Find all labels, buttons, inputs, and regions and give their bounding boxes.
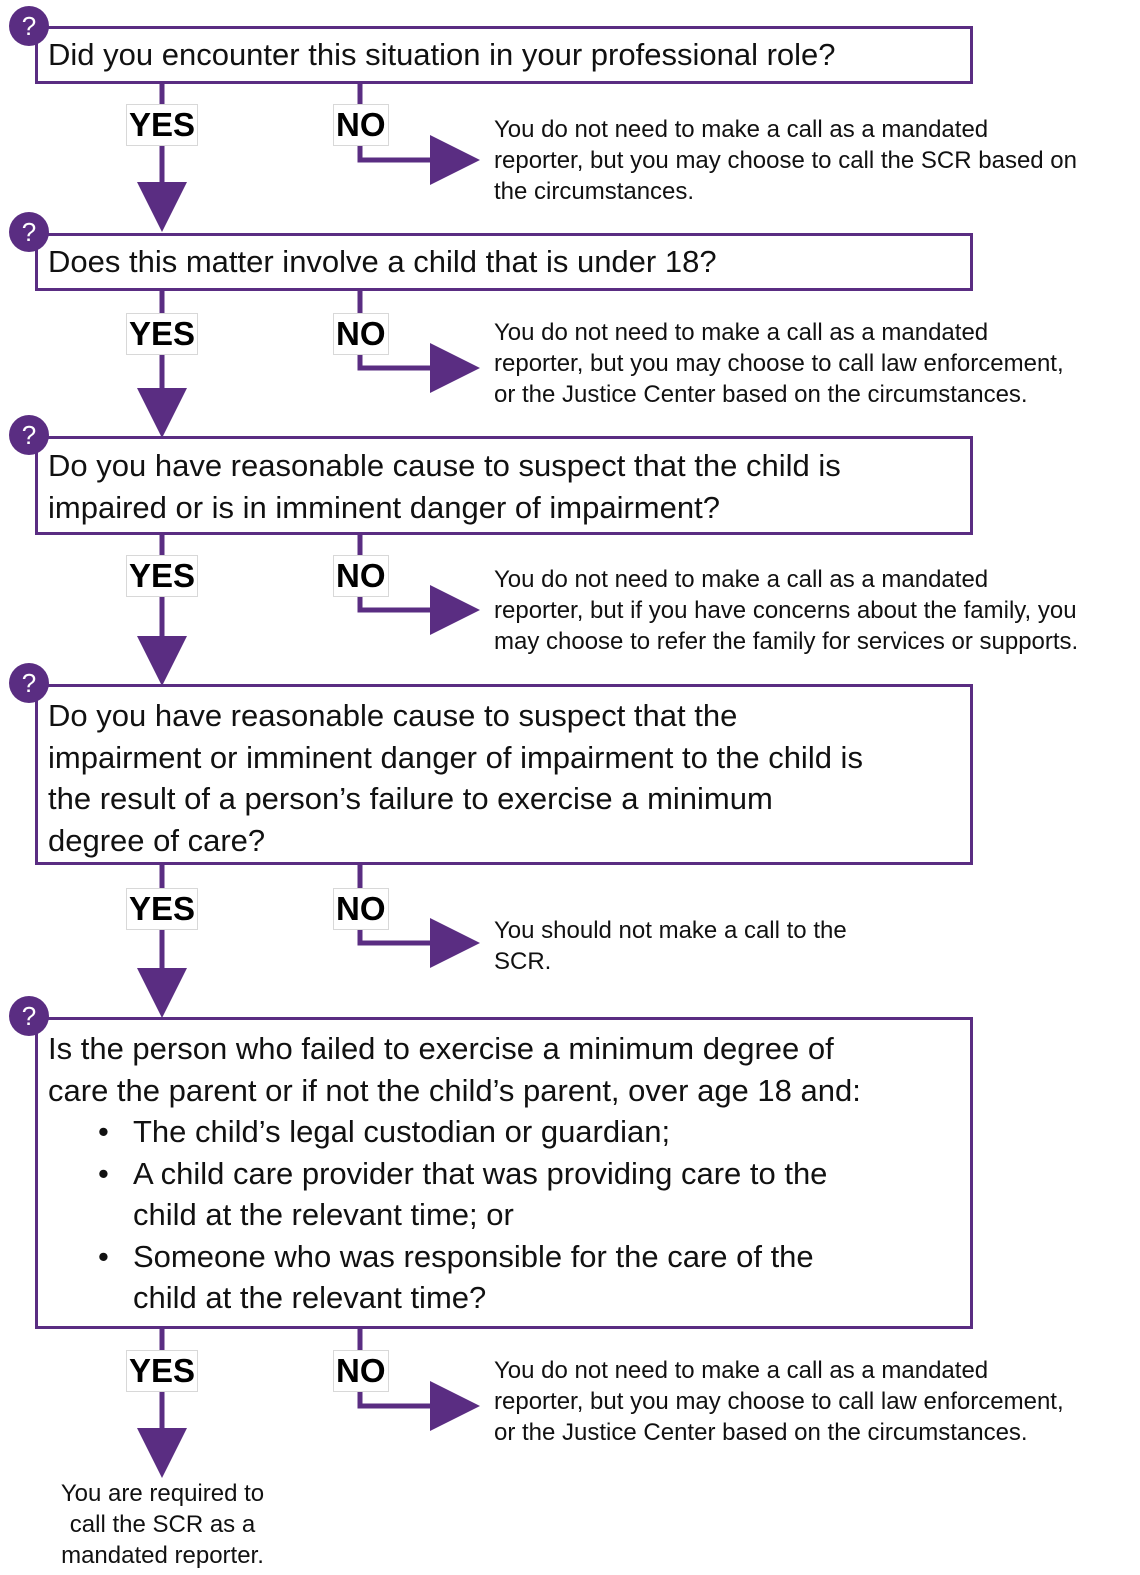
- yes-label: YES: [126, 313, 199, 355]
- question-text: Do you have reasonable cause to suspect …: [48, 448, 841, 483]
- help-icon[interactable]: ?: [9, 212, 49, 252]
- no-outcome-line: reporter, but you may choose to call law…: [494, 1388, 1064, 1415]
- question-text: impaired or is in imminent danger of imp…: [48, 489, 720, 525]
- final-outcome-line: You are required to: [60, 1480, 265, 1507]
- question-box-4: Do you have reasonable cause to suspect …: [35, 684, 973, 865]
- question-text: care the parent or if not the child’s pa…: [48, 1072, 861, 1108]
- no-outcome-line: reporter, but you may choose to call law…: [494, 350, 1064, 377]
- no-label: NO: [333, 888, 389, 930]
- no-label: NO: [333, 1350, 389, 1392]
- question-box-3: Do you have reasonable cause to suspect …: [35, 436, 973, 535]
- criteria-item: The child’s legal custodian or guardian;: [98, 1111, 960, 1153]
- no-outcome-line: You do not need to make a call as a mand…: [494, 1357, 989, 1384]
- final-outcome: You are required to call the SCR as a ma…: [40, 1478, 285, 1571]
- help-icon[interactable]: ?: [9, 996, 49, 1036]
- question-text: Do you have reasonable cause to suspect …: [48, 698, 738, 733]
- yes-label: YES: [126, 888, 199, 930]
- question-box-1: Did you encounter this situation in your…: [35, 26, 973, 84]
- no-outcome-line: or the Justice Center based on the circu…: [494, 1419, 1028, 1446]
- no-label: NO: [333, 313, 389, 355]
- no-outcome-line: may choose to refer the family for servi…: [494, 628, 1079, 655]
- question-text: the result of a person’s failure to exer…: [48, 781, 773, 816]
- no-outcome-line: reporter, but you may choose to call the…: [494, 147, 1077, 174]
- no-outcome-line: or the Justice Center based on the circu…: [494, 381, 1028, 408]
- criteria-line: child at the relevant time; or: [133, 1197, 514, 1232]
- criteria-line: A child care provider that was providing…: [133, 1155, 828, 1191]
- no-outcome-3: You do not need to make a call as a mand…: [494, 564, 1078, 657]
- yes-label: YES: [126, 104, 199, 146]
- no-outcome-5: You do not need to make a call as a mand…: [494, 1355, 1064, 1448]
- criteria-line: The child’s legal custodian or guardian;: [133, 1114, 671, 1149]
- criteria-list: The child’s legal custodian or guardian;…: [48, 1111, 960, 1319]
- final-outcome-line: call the SCR as a: [69, 1511, 256, 1538]
- yes-label: YES: [126, 1350, 199, 1392]
- final-outcome-line: mandated reporter.: [61, 1542, 264, 1569]
- no-outcome-line: You do not need to make a call as a mand…: [494, 566, 989, 593]
- no-outcome-4: You should not make a call to the SCR.: [494, 915, 847, 977]
- no-outcome-line: SCR.: [494, 948, 552, 975]
- no-label: NO: [333, 555, 389, 597]
- question-text: Is the person who failed to exercise a m…: [48, 1031, 834, 1066]
- question-box-2: Does this matter involve a child that is…: [35, 233, 973, 291]
- no-label: NO: [333, 104, 389, 146]
- criteria-line: child at the relevant time?: [133, 1280, 487, 1315]
- no-outcome-line: reporter, but if you have concerns about…: [494, 597, 1077, 624]
- criteria-item: A child care provider that was providing…: [98, 1153, 960, 1236]
- criteria-item: Someone who was responsible for the care…: [98, 1236, 960, 1319]
- help-icon[interactable]: ?: [9, 415, 49, 455]
- question-text: Did you encounter this situation in your…: [48, 37, 836, 72]
- no-outcome-line: You should not make a call to the: [494, 917, 847, 944]
- yes-label: YES: [126, 555, 199, 597]
- no-outcome-line: the circumstances.: [494, 178, 695, 205]
- no-outcome-line: You do not need to make a call as a mand…: [494, 319, 989, 346]
- question-text: impairment or imminent danger of impairm…: [48, 739, 863, 775]
- question-text: Does this matter involve a child that is…: [48, 244, 717, 279]
- question-text: degree of care?: [48, 822, 266, 858]
- question-box-5: Is the person who failed to exercise a m…: [35, 1017, 973, 1329]
- help-icon[interactable]: ?: [9, 663, 49, 703]
- no-outcome-line: You do not need to make a call as a mand…: [494, 116, 989, 143]
- help-icon[interactable]: ?: [9, 6, 49, 46]
- criteria-line: Someone who was responsible for the care…: [133, 1238, 814, 1274]
- no-outcome-1: You do not need to make a call as a mand…: [494, 114, 1077, 207]
- no-outcome-2: You do not need to make a call as a mand…: [494, 317, 1064, 410]
